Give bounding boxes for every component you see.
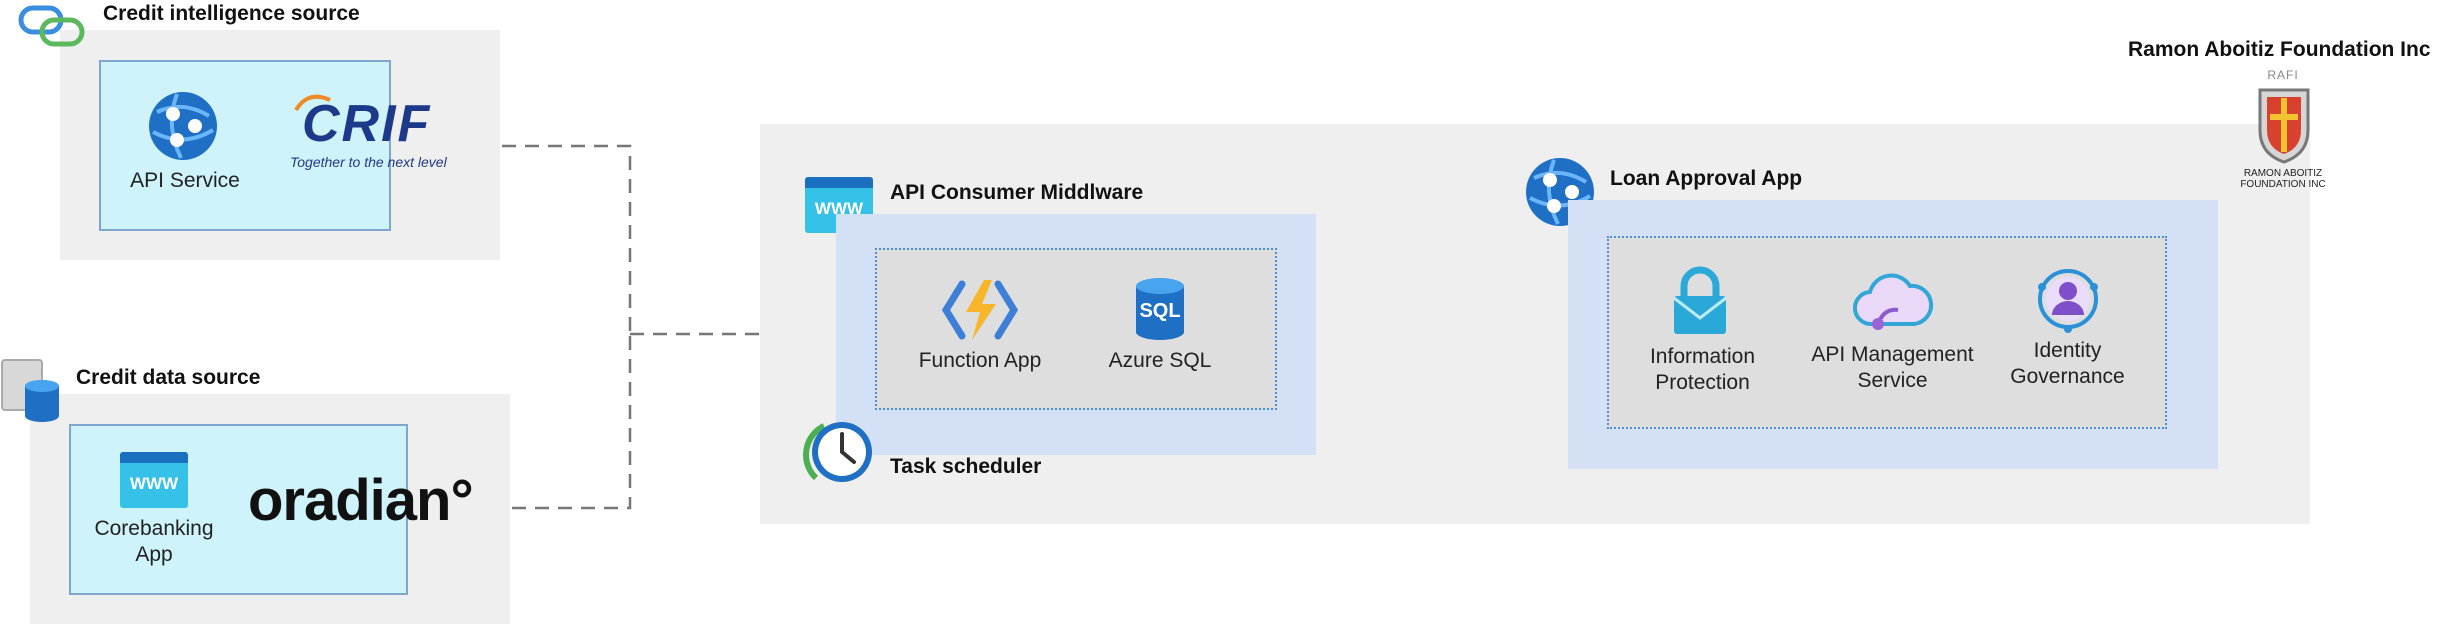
- clock-icon: [803, 422, 872, 482]
- identity-governance-icon: [2038, 269, 2098, 333]
- api-management-icon: [1853, 273, 1934, 330]
- oradian-logo-text: oradian°: [248, 468, 474, 533]
- link-icon: [18, 5, 85, 47]
- function-app-icon: [941, 280, 1019, 340]
- connector-credit-data: [512, 334, 632, 510]
- rafi-logo-bottom-text-line2: FOUNDATION INC: [2240, 179, 2326, 190]
- information-protection-label-line1: Information: [1649, 345, 1756, 368]
- corebanking-label-line1: Corebanking: [94, 517, 214, 540]
- identity-governance-label-line1: Identity: [2033, 339, 2102, 362]
- task-scheduler-label: Task scheduler: [890, 455, 1042, 478]
- information-protection-icon: [1673, 266, 1727, 334]
- function-app-label: Function App: [918, 349, 1042, 372]
- api-management-label-line2: Service: [1857, 369, 1928, 392]
- crif-logo-text: CRIF: [302, 95, 432, 153]
- www-text: WWW: [129, 474, 179, 493]
- crif-swoosh-icon: [294, 94, 331, 112]
- sql-icon-text: SQL: [1139, 300, 1181, 322]
- information-protection-label-line2: Protection: [1655, 371, 1750, 394]
- api-management-label-line1: API Management: [1811, 343, 1974, 366]
- api-service-label: API Service: [130, 169, 240, 192]
- middleware-title: API Consumer Middlware: [890, 181, 1144, 204]
- loan-app-title: Loan Approval App: [1610, 167, 1803, 190]
- api-service-box: [99, 60, 391, 231]
- rafi-logo-top-text: RAFI: [2267, 68, 2299, 82]
- app-service-globe-icon: [149, 92, 217, 160]
- middleware-inner-box: [875, 248, 1277, 410]
- rafi-title: Ramon Aboitiz Foundation Inc: [2128, 38, 2431, 61]
- azure-sql-label: Azure SQL: [1108, 349, 1212, 372]
- crif-logo: CRIF Together to the next level: [290, 94, 470, 176]
- rafi-shield-icon: [2258, 88, 2310, 164]
- azure-sql-icon: [1136, 278, 1184, 340]
- rafi-logo-bottom-text-line1: RAMON ABOITIZ: [2243, 168, 2323, 179]
- corebanking-label-line2: App: [135, 543, 173, 566]
- credit-data-title: Credit data source: [76, 366, 261, 389]
- identity-governance-label-line2: Governance: [2010, 365, 2125, 388]
- crif-tagline: Together to the next level: [290, 154, 447, 170]
- database-icon: [1, 359, 59, 422]
- web-app-icon-corebanking: WWW: [120, 452, 188, 508]
- credit-intelligence-title: Credit intelligence source: [103, 2, 360, 25]
- connector-credit-intelligence: [502, 144, 632, 334]
- www-text: WWW: [814, 199, 864, 218]
